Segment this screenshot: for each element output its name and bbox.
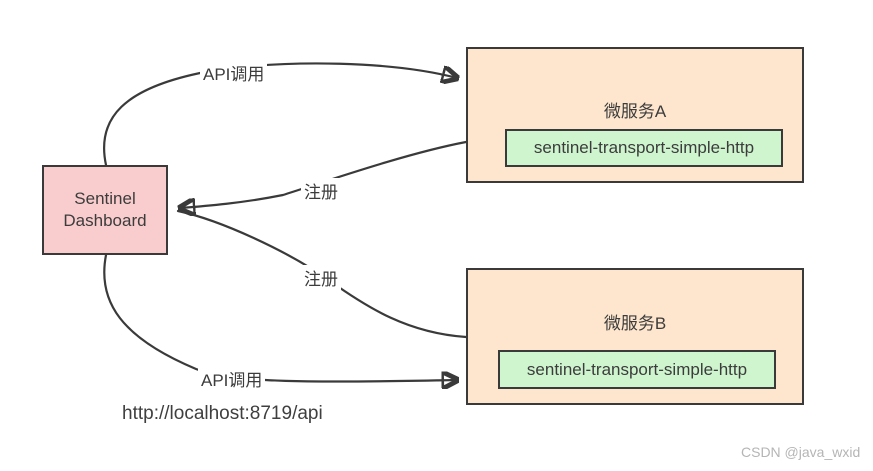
microservice-a-node: 微服务A sentinel-transport-simple-http <box>466 47 804 183</box>
microservice-a-transport-module: sentinel-transport-simple-http <box>505 129 783 167</box>
microservice-b-title: 微服务B <box>603 314 667 333</box>
microservice-b-transport-module: sentinel-transport-simple-http <box>498 350 776 389</box>
edge-label-register-b: 注册 <box>301 265 341 290</box>
dashboard-label-line2: Dashboard <box>63 211 147 230</box>
edge-api-call-to-service-a <box>102 62 457 167</box>
api-url-note: http://localhost:8719/api <box>122 403 323 424</box>
csdn-watermark: CSDN @java_wxid <box>741 444 861 460</box>
edge-label-api-call-bottom: API调用 <box>198 366 266 391</box>
dashboard-label-line1: Sentinel <box>74 189 136 208</box>
edge-label-register-a: 注册 <box>301 178 341 203</box>
edge-register-from-service-a <box>180 140 468 208</box>
sentinel-dashboard-node: Sentinel Dashboard <box>42 165 168 255</box>
microservice-b-node: 微服务B sentinel-transport-simple-http <box>466 268 804 405</box>
microservice-a-title: 微服务A <box>603 102 667 121</box>
edge-api-call-to-service-b <box>103 253 457 382</box>
edge-label-api-call-top: API调用 <box>200 60 268 85</box>
